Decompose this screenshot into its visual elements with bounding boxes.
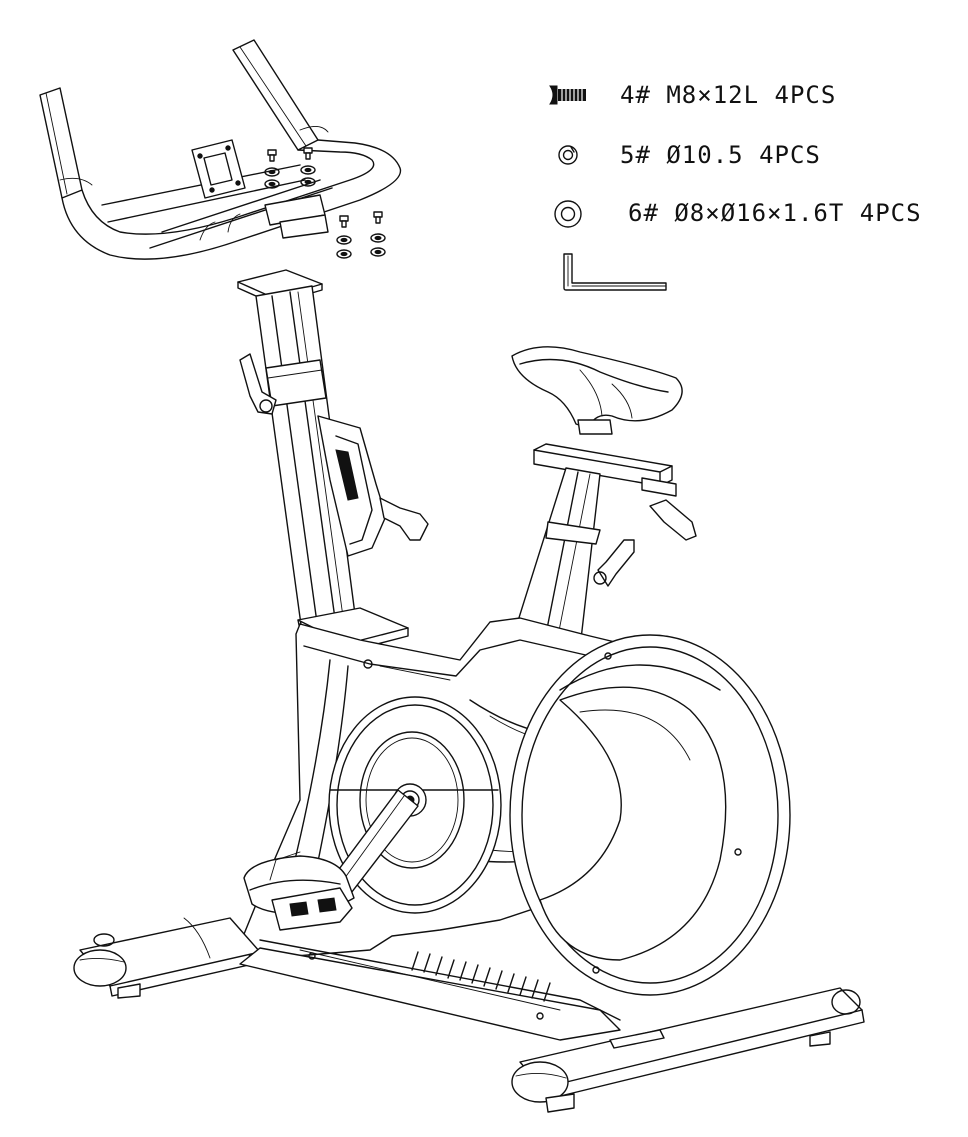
part-id: 6#	[628, 199, 659, 227]
handlebar-post	[237, 269, 429, 653]
handlebar-fasteners	[264, 147, 386, 259]
part-id: 5#	[620, 141, 651, 169]
flywheel	[509, 634, 791, 996]
handlebar	[39, 39, 402, 260]
bolt-icon	[549, 85, 586, 105]
part-qty: 4PCS	[859, 199, 922, 227]
part-qty: 4PCS	[759, 141, 821, 169]
vent-slots	[411, 951, 551, 1002]
flat-washer-icon	[554, 200, 582, 228]
seat-post	[511, 346, 697, 649]
allen-key-icon	[563, 253, 667, 291]
spring-washer-icon	[558, 145, 578, 165]
parts-row-6: 6# Ø8×Ø16×1.6T 4PCS	[628, 198, 922, 228]
part-spec: Ø8×Ø16×1.6T	[674, 199, 845, 227]
parts-row-4: 4# M8×12L 4PCS	[620, 80, 836, 110]
part-id: 4#	[620, 81, 651, 109]
part-spec: M8×12L	[666, 81, 760, 109]
parts-row-5: 5# Ø10.5 4PCS	[620, 140, 821, 170]
crank-and-pedal	[243, 783, 427, 931]
base-frame	[73, 917, 865, 1113]
part-spec: Ø10.5	[666, 141, 744, 169]
part-qty: 4PCS	[774, 81, 837, 109]
